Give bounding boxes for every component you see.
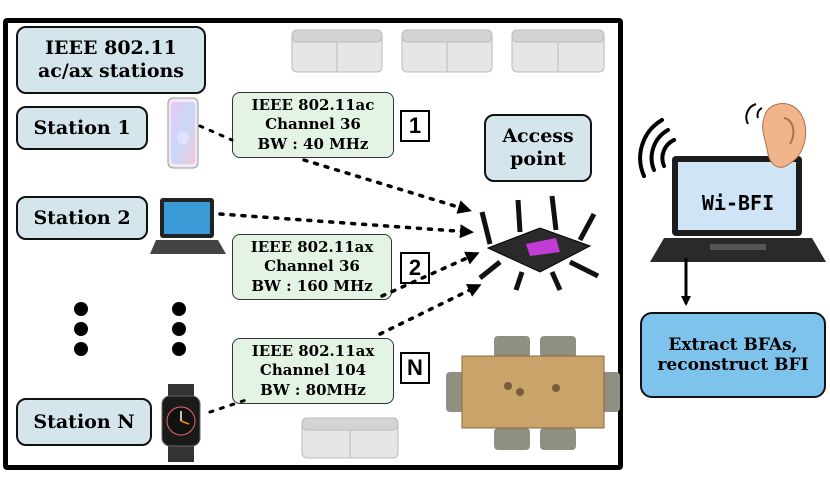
access-point-line2: point	[510, 148, 566, 170]
link-2-bandwidth: BW : 160 MHz	[251, 276, 373, 295]
link-1-standard: IEEE 802.11ac	[251, 96, 375, 115]
ellipsis-dot	[74, 342, 88, 356]
sofa-icon	[511, 29, 605, 73]
link-arrow	[208, 398, 248, 414]
ear-icon	[745, 103, 807, 168]
station-2-box: Station 2	[16, 196, 148, 240]
link-2-config-box: IEEE 802.11ax Channel 36 BW : 160 MHz	[232, 234, 392, 300]
link-n-marker: N	[400, 352, 430, 384]
link-2-channel: Channel 36	[264, 257, 360, 276]
station-1-label: Station 1	[33, 116, 131, 139]
link-n-standard: IEEE 802.11ax	[251, 342, 375, 361]
ellipsis-dot	[172, 342, 186, 356]
link-2-marker: 2	[400, 252, 430, 284]
sofa-icon	[291, 29, 383, 73]
dining-table-icon	[446, 336, 620, 450]
link-1-marker: 1	[400, 110, 430, 142]
wifi-router-icon	[478, 195, 600, 292]
laptop-icon	[150, 198, 226, 254]
smartwatch-icon	[161, 384, 201, 462]
link-arrow	[198, 124, 234, 142]
extract-line1: Extract BFAs,	[668, 334, 798, 355]
sniffer-screen-text: Wi-BFI	[701, 191, 775, 215]
link-arrow	[218, 212, 474, 239]
link-1-config-box: IEEE 802.11ac Channel 36 BW : 40 MHz	[232, 92, 394, 158]
station-2-label: Station 2	[33, 206, 131, 229]
ellipsis-dot	[172, 302, 186, 316]
access-point-box: Access point	[484, 114, 592, 182]
ellipsis-dot	[74, 302, 88, 316]
extract-line2: reconstruct BFI	[657, 355, 809, 375]
extract-bfi-box: Extract BFAs, reconstruct BFI	[640, 312, 826, 398]
link-n-bandwidth: BW : 80MHz	[260, 380, 366, 399]
sofa-icon	[401, 29, 493, 73]
link-arrow	[380, 251, 480, 298]
station-1-box: Station 1	[16, 106, 148, 150]
link-arrow	[378, 284, 482, 336]
sofa-icon	[301, 417, 399, 459]
stations-header-box: IEEE 802.11 ac/ax stations	[16, 26, 206, 94]
link-1-bandwidth: BW : 40 MHz	[257, 134, 369, 153]
ellipsis-dot	[74, 322, 88, 336]
link-n-config-box: IEEE 802.11ax Channel 104 BW : 80MHz	[232, 338, 394, 404]
link-1-channel: Channel 36	[265, 115, 361, 134]
stations-header-line2: ac/ax stations	[37, 60, 185, 82]
link-2-standard: IEEE 802.11ax	[250, 238, 374, 257]
station-n-label: Station N	[33, 410, 135, 433]
wireless-waves-icon	[638, 118, 676, 178]
link-arrow	[302, 158, 472, 214]
smartphone-icon	[167, 97, 199, 169]
station-n-box: Station N	[16, 398, 152, 446]
sniffer-laptop-icon	[650, 156, 826, 262]
link-n-channel: Channel 104	[259, 361, 367, 380]
ellipsis-dot	[172, 322, 186, 336]
access-point-line1: Access	[502, 125, 574, 148]
stations-header-line1: IEEE 802.11	[45, 37, 177, 60]
